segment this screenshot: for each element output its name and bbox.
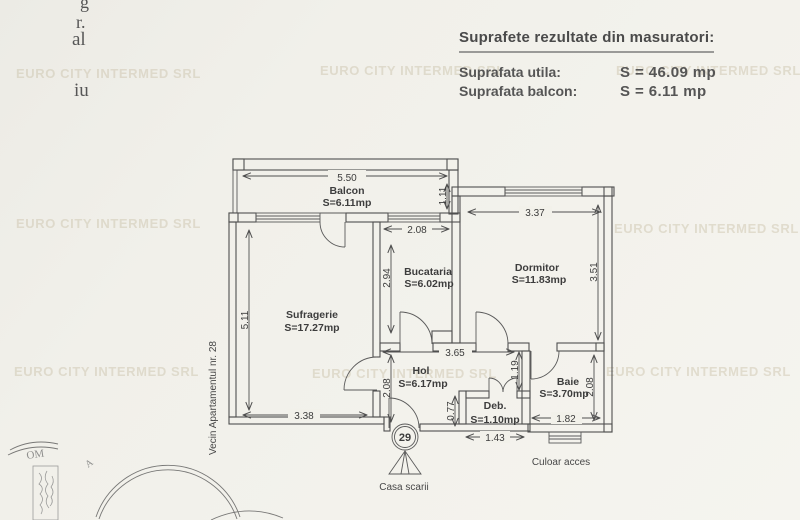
dim-dormitor-depth: 3.51 [589,262,600,282]
room-name-bucataria: Bucataria [404,266,452,278]
official-stamp: OM A [7,441,284,520]
edge-text-fragment: r. [76,12,86,32]
stamp-letter: A [83,457,96,471]
staircase-arrow-icon [388,450,422,475]
dim-sufragerie-width: 3.38 [294,411,314,422]
dim-bucataria-width: 2.08 [407,225,427,236]
header-title: Suprafete rezultate din masuratori: [459,29,715,53]
measurement-label: Suprafata utila: [459,64,561,80]
measurement-row: Suprafata utila: S = 46.09 mp [459,63,779,82]
room-area-bucataria: S=6.02mp [404,278,453,290]
room-area-baie: S=3.70mp [539,388,588,400]
neighbor-label: Vecin Apartamentul nr. 28 [208,341,219,455]
room-area-balcon: S=6.11mp [323,197,372,209]
dim-sufragerie-depth: 5.11 [240,310,251,329]
dim-deb-width: 1.43 [485,433,505,444]
dim-hol-depth: 2.08 [382,378,393,398]
corridor-label: Culoar acces [532,457,590,468]
room-name-baie: Baie [557,376,579,388]
measurement-label: Suprafata balcon: [459,83,578,99]
staircase-label: Casa scarii [379,482,428,493]
doors [319,221,560,429]
room-name-sufragerie: Sufragerie [286,309,338,321]
dim-baie-width: 1.82 [556,414,576,425]
apartment-number-badge: 29 [391,423,419,451]
walls [228,158,615,433]
dimension-lines: 5.50 1.11 2.08 2.94 3.37 3.51 5.11 3.38 … [240,170,600,444]
stamp-arc-text: OM [26,448,45,462]
dim-balcon-depth: 1.11 [438,186,449,205]
room-area-hol: S=6.17mp [398,378,447,390]
dim-baie-depth: 2.08 [585,377,596,397]
dim-bucataria-depth: 2.94 [382,268,393,288]
apartment-number: 29 [399,432,411,444]
dim-balcon-width: 5.50 [337,173,357,184]
room-name-hol: Hol [413,365,430,377]
dim-dormitor-width: 3.37 [525,208,545,219]
room-area-sufragerie: S=17.27mp [284,322,339,334]
windows [255,186,583,444]
measurement-value: S = 6.11 mp [620,83,707,100]
edge-text-fragment: g [80,0,89,12]
measurement-row: Suprafata balcon: S = 6.11 mp [459,82,779,101]
dim-baie-offset: 1.19 [510,360,521,380]
measurements-header: Suprafete rezultate din masuratori: Supr… [459,29,779,101]
room-area-dormitor: S=11.83mp [512,274,567,286]
room-labels: Balcon S=6.11mp Sufragerie S=17.27mp Buc… [284,185,588,426]
edge-text-fragment: al [72,29,86,50]
dim-hol-width: 3.65 [445,348,465,359]
stamp-emblem [32,465,59,520]
room-name-dormitor: Dormitor [515,262,559,274]
room-name-balcon: Balcon [329,185,364,197]
room-name-deb: Deb. [484,400,507,412]
measurement-value: S = 46.09 mp [620,64,717,81]
dim-deb-depth: 0.77 [446,401,457,421]
edge-text-fragment: iu [74,80,89,101]
room-area-deb: S=1.10mp [470,414,519,426]
